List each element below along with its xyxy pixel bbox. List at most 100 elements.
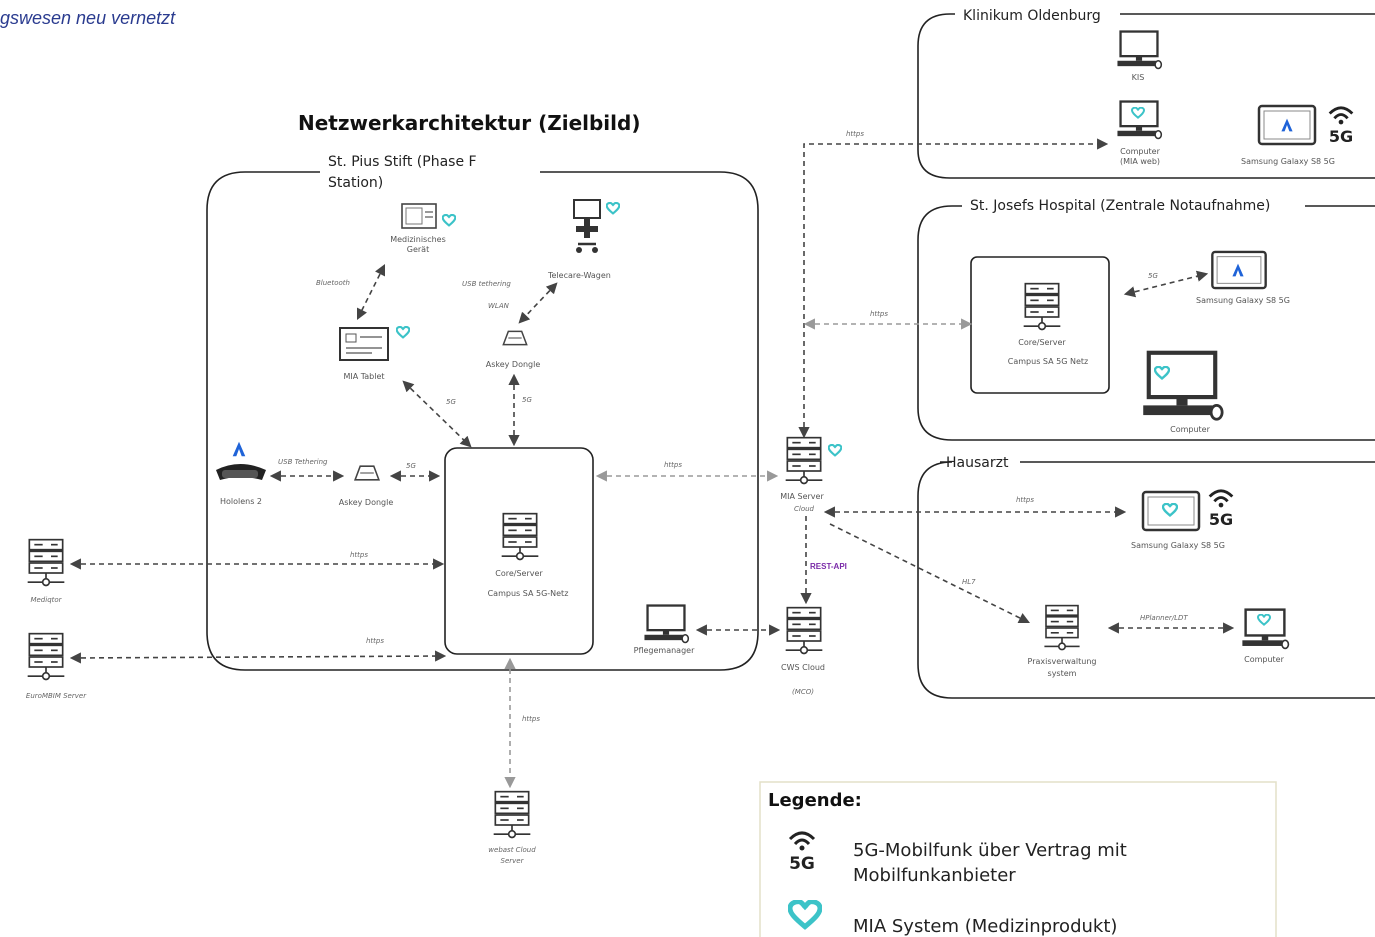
edges — [69, 138, 1235, 789]
node-computer-josefs: Computer — [1143, 353, 1222, 434]
label-https-josefs: https — [870, 310, 888, 318]
node-eurombim-label: EuroMBIM Server — [26, 692, 87, 700]
node-medizinisches-geraet-label-1: Medizinisches — [390, 235, 446, 244]
server-icon — [492, 790, 532, 839]
5g-signal-icon — [1207, 489, 1235, 528]
node-pflegemanager: Pflegemanager — [634, 604, 695, 655]
node-galaxy-klinikum: Samsung Galaxy S8 5G — [1241, 104, 1355, 166]
label-https-klinikum: https — [846, 130, 864, 138]
label-bluetooth: Bluetooth — [316, 279, 350, 287]
label-5g-tablet: 5G — [446, 398, 456, 406]
node-core-server-pius-label-1: Core/Server — [495, 569, 543, 578]
node-galaxy-klinikum-label: Samsung Galaxy S8 5G — [1241, 157, 1335, 166]
node-core-server-josefs: Core/Server Campus SA 5G Netz — [1008, 282, 1088, 366]
node-galaxy-josefs-label: Samsung Galaxy S8 5G — [1196, 296, 1290, 305]
group-klinikum-label: Klinikum Oldenburg — [963, 8, 1101, 24]
server-icon — [500, 512, 540, 561]
edge-klinikum — [798, 138, 1109, 439]
label-hl7-ldt: HPlanner/LDT — [1140, 614, 1188, 622]
legend-mia: MIA System (Medizinprodukt) — [853, 916, 1117, 937]
node-core-server-josefs-label-1: Core/Server — [1018, 338, 1066, 347]
edge-bluetooth — [356, 263, 386, 321]
diagram-title: Netzwerkarchitektur (Zielbild) — [298, 111, 640, 135]
legend: Legende: 5G-Mobilfunk über Vertrag mit M… — [759, 781, 1277, 937]
mia-heart-icon — [828, 444, 842, 457]
edge-josefs-5g — [1123, 270, 1209, 298]
node-medizinisches-geraet: Medizinisches Gerät — [390, 203, 456, 254]
label-https-eurombim: https — [366, 637, 384, 645]
label-rest-api: REST-API — [810, 562, 847, 571]
label-5g-josefs: 5G — [1148, 272, 1158, 280]
node-computer-mia-web-label-1: Computer — [1120, 147, 1160, 156]
server-icon — [26, 632, 66, 681]
telecare-cart-icon — [573, 199, 601, 253]
group-hausarzt-label: Hausarzt — [946, 455, 1009, 471]
node-cws-cloud-label-1: CWS Cloud — [781, 663, 825, 672]
header-tagline: gswesen neu vernetzt — [0, 8, 176, 28]
server-icon — [26, 538, 66, 587]
node-mediqtor: Mediqtor — [26, 538, 66, 604]
label-https-hausarzt: https — [1016, 496, 1034, 504]
node-computer-hausarzt-label: Computer — [1244, 655, 1284, 664]
node-core-server-josefs-label-2: Campus SA 5G Netz — [1008, 357, 1088, 366]
node-computer-mia-web-label-2: (MIA web) — [1120, 157, 1160, 166]
label-5g-dongle-top: 5G — [522, 396, 532, 404]
label-https-mediqtor: https — [350, 551, 368, 559]
node-hololens-label: Hololens 2 — [220, 497, 262, 506]
node-mia-server-label-1: MIA Server — [780, 492, 824, 501]
node-askey-dongle-top-label: Askey Dongle — [486, 360, 541, 369]
node-core-server-pius: Core/Server Campus SA 5G-Netz — [488, 512, 569, 598]
node-computer-josefs-label: Computer — [1170, 425, 1210, 434]
medical-device-icon — [401, 203, 437, 229]
group-st-josefs: St. Josefs Hospital (Zentrale Notaufnahm… — [917, 198, 1375, 441]
mia-heart-icon — [396, 326, 410, 339]
node-praxisverwaltung-label-1: Praxisverwaltung — [1028, 657, 1097, 666]
node-cws-cloud: CWS Cloud (MCO) — [781, 606, 825, 696]
server-icon — [1022, 282, 1062, 331]
edge-labels: Bluetooth USB tethering WLAN 5G 5G USB T… — [278, 130, 1188, 723]
node-computer-hausarzt: Computer — [1241, 608, 1290, 664]
label-https-mia-core: https — [664, 461, 682, 469]
hololens-icon — [216, 464, 266, 480]
node-galaxy-josefs: Samsung Galaxy S8 5G — [1196, 250, 1290, 305]
node-mediqtor-label: Mediqtor — [30, 596, 62, 604]
node-askey-dongle-left-label: Askey Dongle — [339, 498, 394, 507]
tablet-icon — [339, 327, 389, 361]
node-mia-server: MIA Server Cloud — [780, 436, 842, 513]
server-icon — [784, 606, 824, 655]
edge-tablet-core — [402, 380, 472, 448]
group-st-pius-label-2: Station) — [328, 175, 383, 191]
node-telecare-wagen: Telecare-Wagen — [547, 199, 620, 280]
node-webast-cloud-label-2: Server — [501, 857, 525, 865]
dongle-icon — [354, 465, 380, 481]
node-cws-cloud-label-2: (MCO) — [792, 688, 814, 696]
hololens-app-icon — [232, 441, 246, 457]
mia-heart-icon — [442, 214, 456, 227]
node-askey-dongle-top: Askey Dongle — [486, 330, 541, 369]
node-galaxy-hausarzt-label: Samsung Galaxy S8 5G — [1131, 541, 1225, 550]
node-praxisverwaltung-label-2: system — [1048, 669, 1077, 678]
node-pflegemanager-label: Pflegemanager — [634, 646, 695, 655]
node-askey-dongle-left: Askey Dongle — [339, 465, 394, 507]
dongle-icon — [502, 330, 528, 346]
node-webast-cloud: webast Cloud Server — [488, 790, 536, 865]
edge-usb-wlan — [518, 282, 558, 324]
node-computer-mia-web: Computer (MIA web) — [1116, 100, 1163, 166]
computer-icon — [1116, 30, 1163, 70]
node-core-server-pius-label-2: Campus SA 5G-Netz — [488, 589, 569, 598]
computer-icon — [1143, 353, 1222, 419]
legend-title: Legende: — [768, 790, 862, 811]
mia-heart-icon — [606, 202, 620, 215]
edge-hl7 — [829, 523, 1031, 624]
legend-box — [759, 781, 1277, 937]
server-icon — [1043, 604, 1081, 651]
node-kis: KIS — [1116, 30, 1163, 82]
group-st-josefs-label: St. Josefs Hospital (Zentrale Notaufnahm… — [970, 198, 1270, 214]
node-mia-tablet: MIA Tablet — [339, 326, 410, 381]
server-icon — [784, 436, 824, 485]
node-mia-server-label-2: Cloud — [794, 505, 815, 513]
tablet-icon — [1141, 490, 1201, 532]
node-telecare-wagen-label: Telecare-Wagen — [547, 271, 611, 280]
core-server-pius-box — [444, 447, 594, 655]
